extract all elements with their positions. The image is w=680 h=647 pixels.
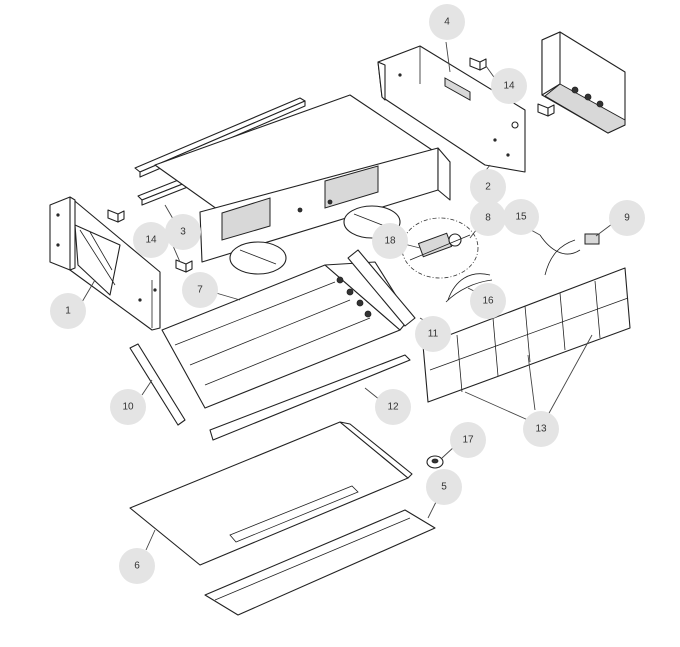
badge-8-label: 8 — [485, 213, 491, 224]
part-11-side-plate — [347, 249, 416, 327]
badge-6-label: 6 — [134, 561, 140, 572]
badge-10: 10 — [110, 389, 146, 425]
badge-12: 12 — [375, 389, 411, 425]
part-14-left-brackets — [107, 209, 193, 273]
badge-17: 17 — [450, 422, 486, 458]
badge-10-label: 10 — [122, 402, 134, 413]
badge-5: 5 — [426, 469, 462, 505]
part-12-rail — [209, 354, 411, 441]
badge-18-label: 18 — [384, 236, 396, 247]
badge-11-label: 11 — [428, 329, 439, 340]
part-15-cable-assembly — [539, 233, 600, 276]
part-13-filters — [422, 267, 631, 403]
badge-14-right: 14 — [491, 68, 527, 104]
badge-16: 16 — [470, 283, 506, 319]
badge-3: 3 — [165, 214, 201, 250]
badge-9: 9 — [609, 200, 645, 236]
badge-4: 4 — [429, 4, 465, 40]
badge-7-label: 7 — [197, 285, 203, 296]
part-17-knob — [426, 455, 444, 469]
badge-17-label: 17 — [462, 435, 474, 446]
badge-1: 1 — [50, 293, 86, 329]
badge-4-label: 4 — [444, 17, 450, 28]
badge-15: 15 — [503, 199, 539, 235]
part-16-wiring — [445, 273, 493, 303]
badge-15-label: 15 — [515, 212, 527, 223]
badge-16-label: 16 — [482, 296, 494, 307]
badge-7: 7 — [182, 272, 218, 308]
badge-14-right-label: 14 — [503, 81, 515, 92]
part-7-coil — [161, 261, 411, 409]
badge-8: 8 — [470, 200, 506, 236]
part-10-bracket — [129, 343, 186, 426]
badge-9-label: 9 — [624, 213, 630, 224]
badge-12-label: 12 — [387, 402, 399, 413]
badge-3-label: 3 — [180, 227, 186, 238]
badge-5-label: 5 — [441, 482, 447, 493]
part-5-bottom-cover — [204, 509, 436, 616]
part-1-left-side-panel — [49, 196, 161, 331]
badge-11: 11 — [415, 316, 451, 352]
electrical-box — [541, 31, 626, 134]
badge-2: 2 — [470, 169, 506, 205]
badge-2-label: 2 — [485, 182, 491, 193]
badge-13: 13 — [523, 411, 559, 447]
badge-13-label: 13 — [535, 424, 547, 435]
badge-1-label: 1 — [65, 306, 71, 317]
part-18-motor-assembly — [401, 217, 479, 279]
part-6-drain-pan — [129, 421, 413, 566]
badge-6: 6 — [119, 548, 155, 584]
badge-14-left: 14 — [133, 222, 169, 258]
part-2-right-end-panel — [377, 45, 526, 173]
badge-18: 18 — [372, 223, 408, 259]
badge-14-left-label: 14 — [145, 235, 157, 246]
part-14-right-brackets — [469, 57, 555, 117]
